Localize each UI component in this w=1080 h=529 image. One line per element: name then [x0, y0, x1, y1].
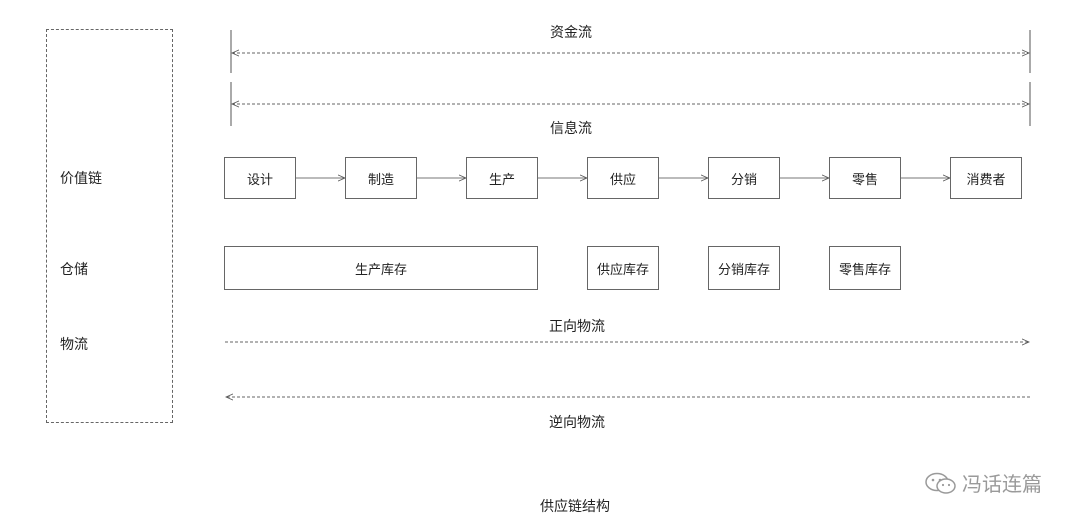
capital-flow-label: 资金流	[550, 25, 592, 41]
inventory-production: 生产库存	[224, 246, 538, 290]
row-labels-group	[46, 29, 173, 423]
inventory-distribution: 分销库存	[708, 246, 780, 290]
value-chain-step-design: 设计	[224, 157, 296, 199]
row-label-logistics: 物流	[60, 337, 88, 353]
diagram-caption: 供应链结构	[540, 499, 610, 515]
info-flow-label: 信息流	[550, 121, 592, 137]
inventory-supply: 供应库存	[587, 246, 659, 290]
inventory-retail: 零售库存	[829, 246, 901, 290]
row-label-storage: 仓储	[60, 262, 88, 278]
value-chain-step-distribution: 分销	[708, 157, 780, 199]
reverse-logistics-label: 逆向物流	[549, 415, 605, 431]
value-chain-step-production: 生产	[466, 157, 538, 199]
row-label-value-chain: 价值链	[60, 171, 102, 187]
value-chain-step-manufacture: 制造	[345, 157, 417, 199]
value-chain-step-supply: 供应	[587, 157, 659, 199]
watermark: 冯话连篇	[924, 468, 1042, 497]
wechat-icon	[924, 471, 958, 495]
watermark-text: 冯话连篇	[962, 472, 1042, 496]
value-chain-step-retail: 零售	[829, 157, 901, 199]
forward-logistics-label: 正向物流	[549, 319, 605, 335]
value-chain-step-consumer: 消费者	[950, 157, 1022, 199]
